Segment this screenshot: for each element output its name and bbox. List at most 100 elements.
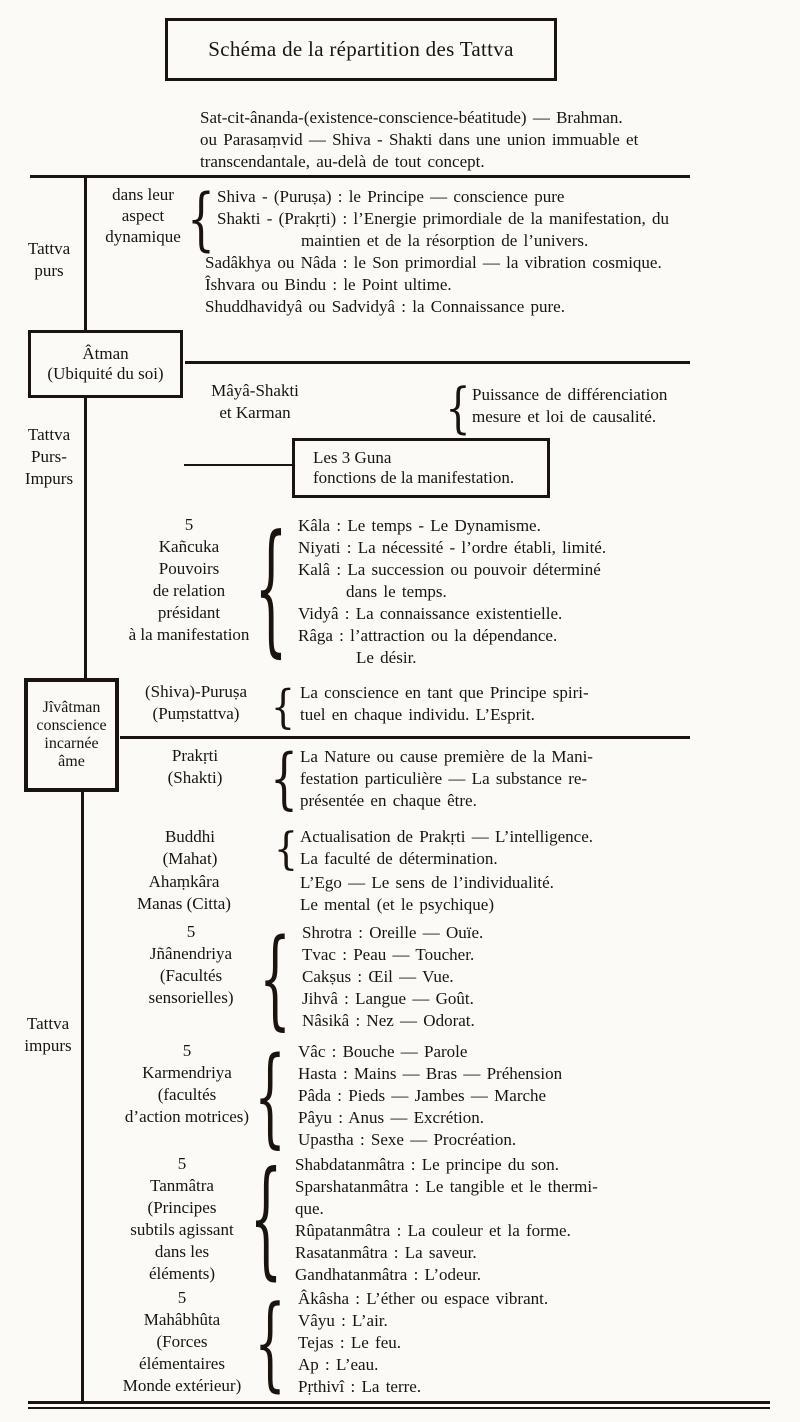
mahabhuta-label-line: élémentaires [139, 1354, 225, 1373]
aspect-line: dynamique [105, 227, 181, 246]
text-line: tuel en chaque individu. L’Esprit. [300, 705, 535, 724]
text-line: Actualisation de Prakṛti — L’intelligenc… [300, 827, 593, 846]
list-item: Pṛthivî : La terre. [298, 1377, 422, 1396]
rail-label-line: Tattva [26, 1014, 70, 1033]
list-item: Pâyu : Anus — Excrétion. [298, 1108, 485, 1127]
rail-label-line: purs [34, 261, 64, 280]
intro-line: Sat-cit-ânanda-(existence-conscience-béa… [200, 108, 623, 127]
rail-label-tattva-purs: Tattva purs [18, 238, 80, 282]
buddhi-label: Buddhi (Mahat) [130, 826, 250, 870]
list-item: Kalâ : La succession ou pouvoir détermin… [298, 560, 601, 579]
list-item: Rasatanmâtra : La saveur. [295, 1243, 477, 1262]
mahabhuta-label-line: Monde extérieur) [122, 1376, 242, 1395]
karmendriya-brace-icon: { [254, 1034, 286, 1160]
tanmatra-brace-icon: { [249, 1146, 283, 1294]
impurs-rail-line [81, 792, 84, 1403]
jnanendriya-label-line: sensorielles) [148, 988, 234, 1007]
list-item: Râga : l’attraction ou la dépendance. [298, 626, 558, 645]
jnanendriya-label-line: (Facultés [159, 966, 223, 985]
rail-label-line: Purs- [31, 447, 67, 466]
jivatman-line: incarnée [44, 735, 99, 752]
text-line: Puissance de différenciation [472, 385, 668, 404]
maya-line: Mâyâ-Shakti [211, 381, 299, 400]
text-line: La faculté de détermination. [300, 849, 498, 868]
purusa-desc: La conscience en tant que Principe spiri… [300, 682, 589, 726]
guna-box: Les 3 Guna fonctions de la manifestation… [292, 438, 550, 498]
jivatman-line: Jîvâtman [42, 699, 101, 716]
list-item: Vâc : Bouche — Parole [298, 1042, 468, 1061]
buddhi-label-line: Buddhi [164, 827, 216, 846]
kancuka-label-line: 5 [184, 515, 194, 534]
text-line: Le mental (et le psychique) [300, 895, 494, 914]
guna-line: fonctions de la manifestation. [313, 468, 515, 487]
top-rule [30, 175, 690, 178]
prakrti-brace-icon: { [270, 741, 298, 818]
list-item: Hasta : Mains — Bras — Préhension [298, 1064, 563, 1083]
tanmatra-label-line: éléments) [148, 1264, 216, 1283]
text-line: maintien et de la résorption de l’univer… [301, 231, 589, 250]
text-line: Shakti - (Prakṛti) : l’Energie primordia… [217, 209, 670, 228]
list-item: Vâyu : L’air. [298, 1311, 388, 1330]
list-item: Nâsikâ : Nez — Odorat. [302, 1011, 475, 1030]
list-item: Niyati : La nécessité - l’ordre établi, … [298, 538, 607, 557]
list-item: Sparshatanmâtra : Le tangible et le ther… [295, 1177, 598, 1196]
list-item: Ap : L’eau. [298, 1355, 379, 1374]
karmendriya-label-line: Karmendriya [142, 1063, 232, 1082]
intro-line: ou Parasaṃvid — Shiva - Shakti dans une … [200, 130, 639, 149]
list-item: Jihvâ : Langue — Goût. [302, 989, 474, 1008]
karmendriya-items: Vâc : Bouche — Parole Hasta : Mains — Br… [298, 1041, 562, 1151]
atman-line: (Ubiquité du soi) [47, 364, 164, 383]
ahamkara-desc: L’Ego — Le sens de l’individualité. Le m… [300, 872, 554, 916]
kancuka-label-line: présidant [157, 603, 221, 622]
mahabhuta-brace-icon: { [254, 1283, 286, 1403]
rail-label-line: Tattva [27, 239, 71, 258]
purs-rail-line [84, 175, 87, 331]
jivatman-box: Jîvâtman conscience incarnée âme [24, 678, 119, 792]
rail-label-purs-impurs: Tattva Purs- Impurs [18, 424, 80, 490]
text-line: Îshvara ou Bindu : le Point ultime. [205, 275, 452, 294]
tanmatra-label: 5 Tanmâtra (Principes subtils agissant d… [93, 1153, 271, 1285]
kancuka-label-line: Pouvoirs [158, 559, 220, 578]
aspect-line: dans leur [112, 185, 174, 204]
mahabhuta-label-line: (Forces [156, 1332, 208, 1351]
list-item: Gandhatanmâtra : L’odeur. [295, 1265, 482, 1284]
kancuka-items: Kâla : Le temps - Le Dynamisme. Niyati :… [298, 515, 606, 669]
prakrti-desc: La Nature ou cause première de la Mani- … [300, 746, 593, 812]
maya-brace-icon: { [445, 377, 471, 441]
list-item: Rûpatanmâtra : La couleur et la forme. [295, 1221, 571, 1240]
rail-label-line: Impurs [24, 469, 74, 488]
kancuka-label-line: Kañcuka [158, 537, 220, 556]
kancuka-brace-icon: { [254, 507, 288, 673]
jnanendriya-brace-icon: { [259, 916, 291, 1042]
list-item: Pâda : Pieds — Jambes — Marche [298, 1086, 547, 1105]
mahabhuta-label: 5 Mahâbhûta (Forces élémentaires Monde e… [88, 1287, 276, 1397]
text-line: La conscience en tant que Principe spiri… [300, 683, 589, 702]
purusa-brace-icon: { [270, 680, 296, 734]
list-item: Tvac : Peau — Toucher. [302, 945, 475, 964]
kancuka-label-line: de relation [152, 581, 226, 600]
atman-line: Âtman [82, 344, 129, 363]
kancuka-label: 5 Kañcuka Pouvoirs de relation présidant… [103, 514, 275, 646]
tanmatra-label-line: 5 [177, 1154, 187, 1173]
guna-line: Les 3 Guna [313, 448, 392, 467]
title-box: Schéma de la répartition des Tattva [165, 18, 557, 81]
karmendriya-label-line: (facultés [157, 1085, 217, 1104]
list-item: Shrotra : Oreille — Ouïe. [302, 923, 484, 942]
purs-braced-text: Shiva - (Puruṣa) : le Principe — conscie… [217, 186, 669, 252]
purusa-label-line: (Puṃstattva) [152, 704, 240, 723]
karmendriya-label: 5 Karmendriya (facultés d’action motrice… [98, 1040, 276, 1128]
ahamkara-label-line: Ahaṃkâra [148, 872, 220, 891]
text-line: mesure et loi de causalité. [472, 407, 657, 426]
atman-rule [185, 361, 690, 364]
list-item: Kâla : Le temps - Le Dynamisme. [298, 516, 541, 535]
list-item: Shabdatanmâtra : Le principe du son. [295, 1155, 559, 1174]
rail-label-line: impurs [24, 1036, 72, 1055]
tanmatra-label-line: Tanmâtra [150, 1176, 214, 1195]
jivatman-line: conscience [36, 717, 107, 734]
purs-brace-icon: { [187, 180, 215, 260]
bottom-rule-outer [28, 1401, 770, 1404]
karmendriya-label-line: d’action motrices) [124, 1107, 250, 1126]
tanmatra-label-line: dans les [154, 1242, 210, 1261]
rail-label-line: Tattva [27, 425, 71, 444]
